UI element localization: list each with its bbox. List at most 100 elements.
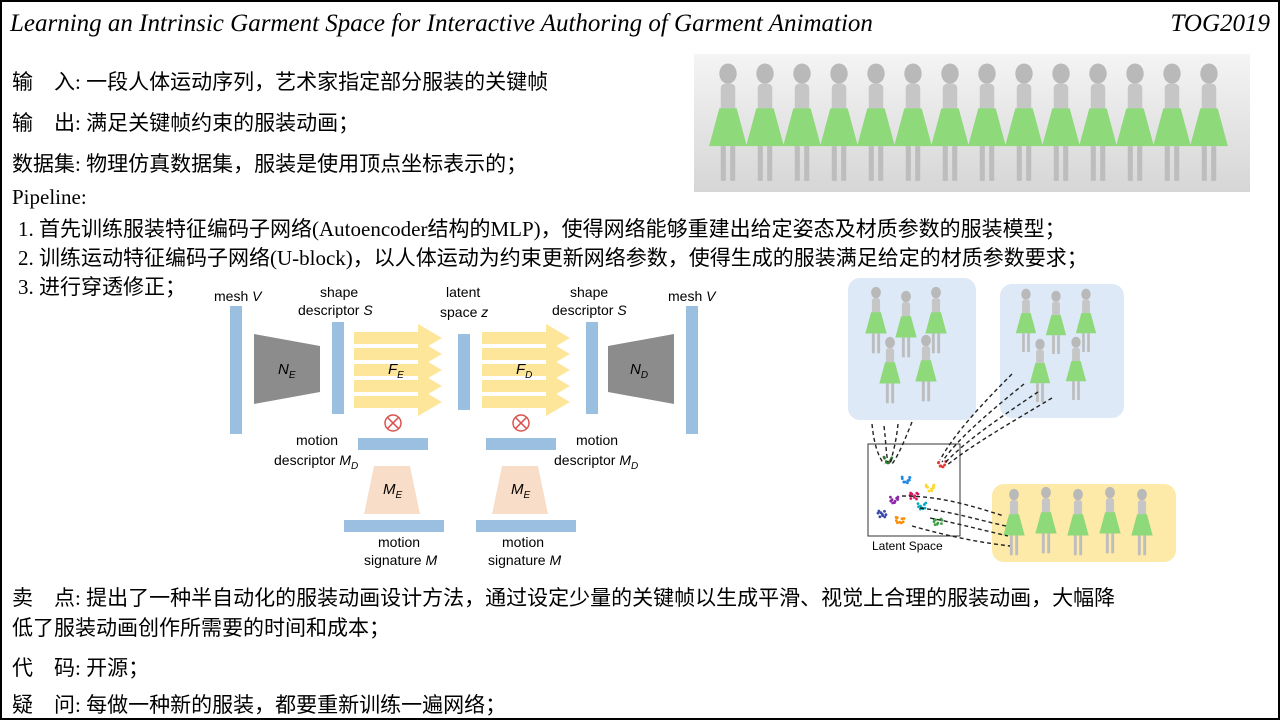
paper-title: Learning an Intrinsic Garment Space for … — [10, 10, 873, 37]
latent-point — [932, 483, 936, 487]
latent-point — [934, 518, 937, 522]
me-label-right: ME — [511, 481, 531, 501]
latent-point — [907, 478, 911, 482]
latent-point — [894, 519, 898, 522]
motion-descriptor-label-left: descriptor MD — [274, 452, 358, 472]
motion-descriptor-label-right: descriptor MD — [554, 452, 638, 472]
latent-point — [943, 463, 947, 467]
teaser-character — [857, 63, 895, 181]
output-arrows — [901, 495, 1011, 547]
latent-point — [898, 520, 902, 524]
latent-point — [903, 480, 907, 484]
me-label-left: ME — [383, 481, 403, 501]
motion-sig-label-left: motion — [378, 534, 420, 550]
teaser-character — [968, 63, 1006, 181]
latent-point — [889, 499, 893, 503]
latent-point — [913, 494, 917, 498]
dataset-text: 物理仿真数据集，服装是使用顶点坐标表示的； — [86, 152, 528, 176]
motion-descriptor-bar-right — [486, 438, 556, 450]
latent-point — [932, 520, 936, 524]
latent-point — [915, 497, 918, 501]
teaser-figure — [694, 54, 1250, 192]
latent-point — [940, 522, 943, 526]
latent-point — [877, 509, 881, 513]
dataset-line: 数据集: 物理仿真数据集，服装是使用顶点坐标表示的； — [12, 148, 527, 178]
shape-descriptor-label-right: descriptor S — [552, 302, 627, 318]
latent-point — [909, 491, 913, 495]
latent-point — [926, 486, 930, 489]
cluster-character — [1045, 290, 1067, 354]
motion-sig-label-right: motion — [502, 534, 544, 550]
output-character — [1067, 488, 1089, 556]
teaser-character — [1079, 63, 1117, 181]
mesh-bar-right — [686, 306, 698, 434]
latent-point — [883, 515, 887, 519]
pipeline-step-2: 2. 训练运动特征编码子网络(U-block)，以人体运动为约束更新网络参数，使… — [18, 246, 1088, 270]
motion-encoder-left — [364, 466, 420, 514]
latent-point — [876, 511, 880, 515]
output-text: 满足关键帧约束的服装动画； — [86, 111, 360, 135]
teaser-character — [1116, 63, 1154, 181]
latent-point — [884, 460, 888, 463]
cluster-character — [1065, 336, 1087, 400]
latent-point — [878, 515, 882, 519]
latent-space-box — [867, 443, 961, 537]
output-character — [1131, 488, 1153, 556]
cluster-character — [1015, 288, 1037, 352]
latent-point — [895, 521, 899, 525]
latent-point — [916, 502, 920, 505]
latent-point — [932, 486, 935, 490]
latent-point — [901, 520, 905, 524]
latent-point — [884, 513, 888, 517]
motion-signature-label-left: signature M — [364, 552, 437, 568]
latent-point — [939, 464, 943, 468]
latent-point — [937, 461, 940, 465]
motion-descriptor-bar-left — [358, 438, 428, 450]
latent-bar — [458, 334, 470, 410]
shape-bar-left — [332, 322, 344, 414]
otimes-left — [384, 414, 402, 432]
teaser-characters — [709, 63, 1228, 181]
teaser-character — [1042, 63, 1080, 181]
latent-point — [922, 503, 926, 506]
teaser-background — [694, 54, 1250, 192]
shape-bar-right — [586, 322, 598, 414]
fe-label: FE — [388, 361, 404, 381]
highlight-line-1: 卖 点: 提出了一种半自动化的服装动画设计方法，通过设定少量的关键帧以生成平滑、… — [12, 582, 1115, 612]
otimes-right — [512, 414, 530, 432]
cluster-character — [915, 334, 937, 402]
teaser-character — [894, 63, 932, 181]
cluster-character — [865, 286, 887, 354]
latent-point — [924, 483, 928, 487]
motion-signature-bar-right — [476, 520, 576, 532]
question-text: 每做一种新的服装，都要重新训练一遍网络； — [86, 693, 507, 717]
cluster-character — [1075, 288, 1097, 352]
teaser-character — [709, 63, 747, 181]
output-label: 输 出: — [12, 111, 81, 135]
latent-points — [876, 455, 948, 527]
panel-characters — [865, 286, 1153, 556]
latent-point — [941, 465, 945, 469]
latent-point — [927, 489, 931, 493]
latent-point — [883, 509, 886, 513]
latent-point — [933, 523, 937, 527]
latent-point — [930, 487, 933, 491]
latent-point — [883, 456, 886, 460]
motion-label-right: motion — [576, 432, 618, 448]
motion-encoder-right — [492, 466, 548, 514]
input-text: 一段人体运动序列，艺术家指定部分服装的关键帧 — [86, 70, 549, 94]
latent-point — [895, 496, 899, 500]
question-label: 疑 问: — [12, 693, 81, 717]
decoder-nd — [608, 334, 674, 404]
pipeline-step-1: 1. 首先训练服装特征编码子网络(Autoencoder结构的MLP)，使得网络… — [18, 217, 1066, 241]
teaser-character — [1190, 63, 1228, 181]
cluster-panel-left — [848, 278, 976, 420]
highlight-text-2: 低了服装动画创作所需要的时间和成本； — [12, 616, 390, 640]
code-label: 代 码: — [12, 656, 81, 680]
teaser-character — [783, 63, 821, 181]
shape-label-right: shape — [570, 284, 608, 300]
cluster-character — [879, 336, 901, 404]
mesh-v-label-left: mesh V — [214, 288, 263, 304]
latent-point — [900, 475, 904, 479]
latent-point — [893, 501, 896, 505]
